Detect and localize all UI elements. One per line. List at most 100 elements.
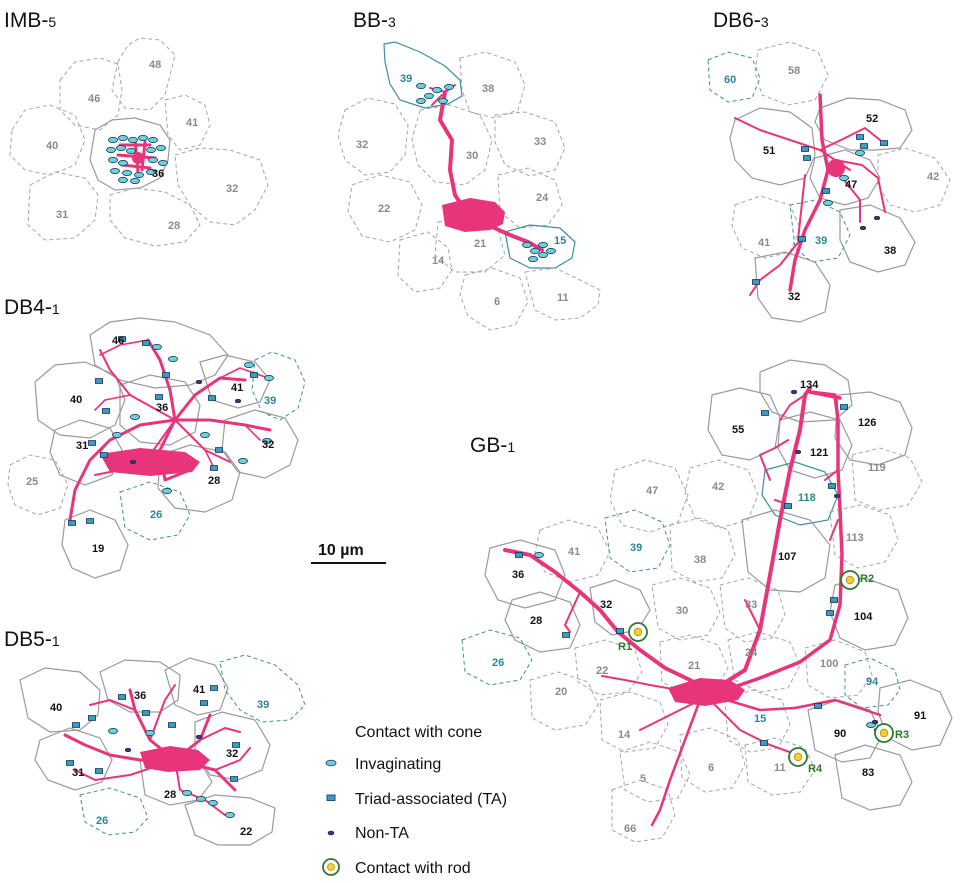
gb1-cell-33: 33 <box>745 599 757 611</box>
db4-cell-32: 32 <box>262 439 274 451</box>
db5-cell-31: 31 <box>72 767 84 779</box>
gb1-rod-r3: R3 <box>895 729 909 741</box>
gb1-rod-r1: R1 <box>618 641 632 653</box>
bb3-cell-14: 14 <box>432 255 445 267</box>
db4-cell-25: 25 <box>26 476 38 488</box>
db4-cell-41: 41 <box>231 382 243 394</box>
db5-cell-39: 39 <box>257 699 269 711</box>
panel-title-db5: DB5-1 <box>4 628 60 651</box>
gb1-cell-126: 126 <box>858 417 876 429</box>
db6-cell-42: 42 <box>927 171 939 183</box>
bb3-soma <box>442 198 505 232</box>
imb5-soma-cluster <box>116 138 157 174</box>
bb3-cell-30: 30 <box>466 150 478 162</box>
db5-cell-26: 26 <box>96 815 108 827</box>
gb1-soma <box>668 678 745 706</box>
gb1-cell-6: 6 <box>708 762 714 774</box>
panel-title-gb1: GB-1 <box>470 434 515 457</box>
gb1-cell-119: 119 <box>868 462 886 474</box>
legend-invaginating: Invaginating <box>355 756 441 773</box>
panel-db6: DB6-3 60 58 52 51 47 42 <box>707 9 951 323</box>
gb1-cell-90: 90 <box>834 728 846 740</box>
panel-title-db6: DB6-3 <box>713 9 769 32</box>
gb1-cell-91: 91 <box>914 710 926 722</box>
gb1-rod-r2: R2 <box>860 573 874 585</box>
bb3-contacts <box>416 83 556 262</box>
gb1-cell-32: 32 <box>600 599 612 611</box>
bb3-cell-11: 11 <box>557 292 569 304</box>
legend: Contact with cone Invaginating Triad-ass… <box>322 724 507 877</box>
imb5-cell-46: 46 <box>88 93 100 105</box>
bb3-cell-39: 39 <box>400 73 412 85</box>
gb1-cell-134: 134 <box>800 379 819 391</box>
panel-db5: DB5-1 40 36 41 39 32 3 <box>4 628 306 846</box>
db4-soma <box>100 448 200 476</box>
gb1-cell-14: 14 <box>618 729 631 741</box>
gb1-cell-107: 107 <box>778 551 796 563</box>
gb1-cell-55: 55 <box>732 424 744 436</box>
legend-rod: Contact with rod <box>355 860 471 877</box>
bb3-cell-21: 21 <box>474 238 486 250</box>
gb1-rod-contacts <box>628 570 894 767</box>
gb1-cell-5: 5 <box>640 773 646 785</box>
db5-cell-36: 36 <box>134 690 146 702</box>
bb3-cell-32: 32 <box>356 139 368 151</box>
legend-ta-symbol <box>326 794 336 801</box>
db6-dendrites <box>734 93 886 296</box>
db5-cell-40: 40 <box>50 702 62 714</box>
db4-cell-40: 40 <box>70 394 82 406</box>
bb3-cell-22: 22 <box>378 203 390 215</box>
db6-soma <box>827 159 845 177</box>
db4-cell-28: 28 <box>208 475 220 487</box>
gb1-cell-24: 24 <box>745 647 758 659</box>
panel-gb1: GB-1 <box>461 359 953 843</box>
bb3-cell-24: 24 <box>536 192 549 204</box>
db5-dendrites <box>63 684 251 816</box>
gb1-cell-118: 118 <box>798 492 816 504</box>
legend-title: Contact with cone <box>355 724 482 741</box>
gb1-cell-30: 30 <box>676 605 688 617</box>
gb1-cell-26: 26 <box>492 657 504 669</box>
db6-cell-51: 51 <box>763 145 775 157</box>
gb1-cell-22: 22 <box>596 665 608 677</box>
gb1-cell-15: 15 <box>754 713 766 725</box>
imb5-cell-41: 41 <box>186 117 198 129</box>
gb1-rod-r4: R4 <box>808 763 823 775</box>
db4-cell-36: 36 <box>156 402 168 414</box>
panel-bb3: BB-3 39 38 32 30 33 24 2 <box>337 9 601 331</box>
bb3-cell-38: 38 <box>482 83 494 95</box>
gb1-cell-41: 41 <box>568 546 580 558</box>
db5-cell-32: 32 <box>226 748 238 760</box>
db5-cell-41: 41 <box>193 684 205 696</box>
imb5-cell-40: 40 <box>46 140 58 152</box>
panel-title-db4: DB4-1 <box>4 296 60 319</box>
gb1-cell-11: 11 <box>774 762 786 774</box>
gb1-cell-47: 47 <box>646 485 658 497</box>
legend-invaginating-symbol <box>325 759 337 767</box>
panel-db4: DB4-1 <box>4 296 306 579</box>
db4-cell-19: 19 <box>92 543 104 555</box>
db5-soma <box>140 746 210 772</box>
panel-imb5: IMB-5 48 46 41 40 36 32 31 <box>4 9 269 247</box>
db4-cell-46: 46 <box>112 335 124 347</box>
gb1-cell-28: 28 <box>530 615 542 627</box>
imb5-cell-48: 48 <box>149 59 161 71</box>
db4-cell-26: 26 <box>150 509 162 521</box>
bb3-cell-33: 33 <box>534 136 546 148</box>
bb3-cell-15: 15 <box>554 235 566 247</box>
scale-bar: 10 µm <box>311 542 386 564</box>
gb1-cell-94: 94 <box>866 676 879 688</box>
legend-nonta: Non-TA <box>355 825 409 842</box>
db5-cell-28: 28 <box>164 789 176 801</box>
imb5-cell-31: 31 <box>56 209 68 221</box>
gb1-cell-100: 100 <box>820 658 838 670</box>
db6-cell-60: 60 <box>724 74 736 86</box>
db6-cell-58: 58 <box>788 65 800 77</box>
db5-cell-22: 22 <box>240 826 252 838</box>
gb1-dendrites <box>503 386 882 827</box>
gb1-cell-83: 83 <box>862 767 874 779</box>
legend-ta: Triad-associated (TA) <box>355 791 507 808</box>
gb1-cell-39: 39 <box>630 542 642 554</box>
